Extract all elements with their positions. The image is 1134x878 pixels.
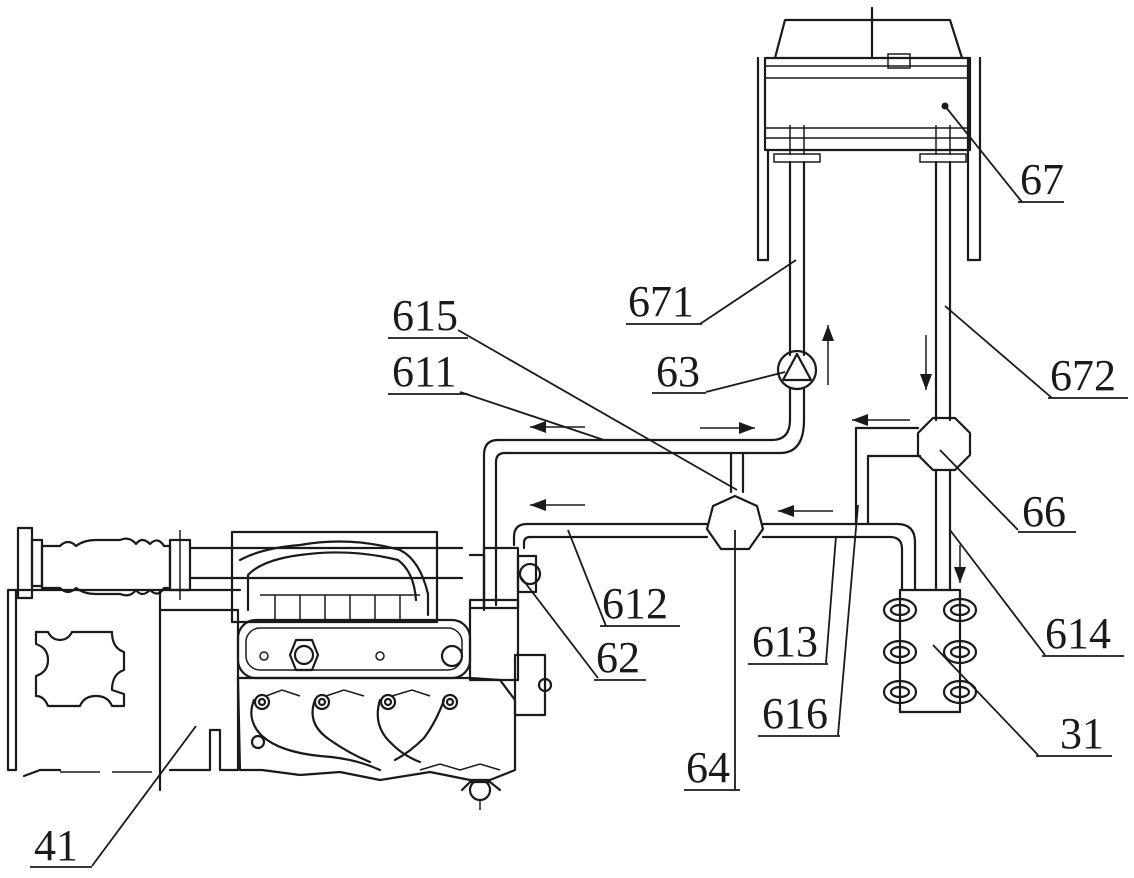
- pipe-611: [482, 418, 806, 612]
- label-616: 616: [762, 689, 828, 738]
- label-63: 63: [656, 347, 700, 396]
- label-612: 612: [602, 579, 668, 628]
- label-611: 611: [392, 347, 456, 396]
- pipe-614: [934, 468, 952, 592]
- label-64: 64: [686, 743, 730, 792]
- pump-63: [776, 349, 818, 422]
- pipe-616: [854, 426, 922, 526]
- label-66: 66: [1022, 487, 1066, 536]
- label-613: 613: [752, 617, 818, 666]
- pipe-612: [512, 522, 709, 550]
- heat-exchanger-31: [882, 588, 978, 714]
- labels: 67 671 615 63 611 672 66 612 614 613 62 …: [30, 155, 1128, 870]
- label-614: 614: [1045, 609, 1111, 658]
- pipe-672: [934, 160, 952, 422]
- engine: [6, 526, 553, 810]
- leader-lines: [91, 105, 1053, 867]
- label-671: 671: [628, 277, 694, 326]
- label-41: 41: [34, 821, 78, 870]
- label-62: 62: [596, 633, 640, 682]
- label-672: 672: [1050, 351, 1116, 400]
- thermostat-66: [916, 416, 972, 472]
- pipe-613: [761, 522, 917, 592]
- pipe-671: [788, 160, 806, 357]
- radiator: [756, 6, 982, 262]
- flow-arrows: [530, 325, 966, 583]
- label-615: 615: [392, 291, 458, 340]
- label-67: 67: [1020, 155, 1064, 204]
- label-31: 31: [1060, 709, 1104, 758]
- water-pump-62: [468, 546, 542, 610]
